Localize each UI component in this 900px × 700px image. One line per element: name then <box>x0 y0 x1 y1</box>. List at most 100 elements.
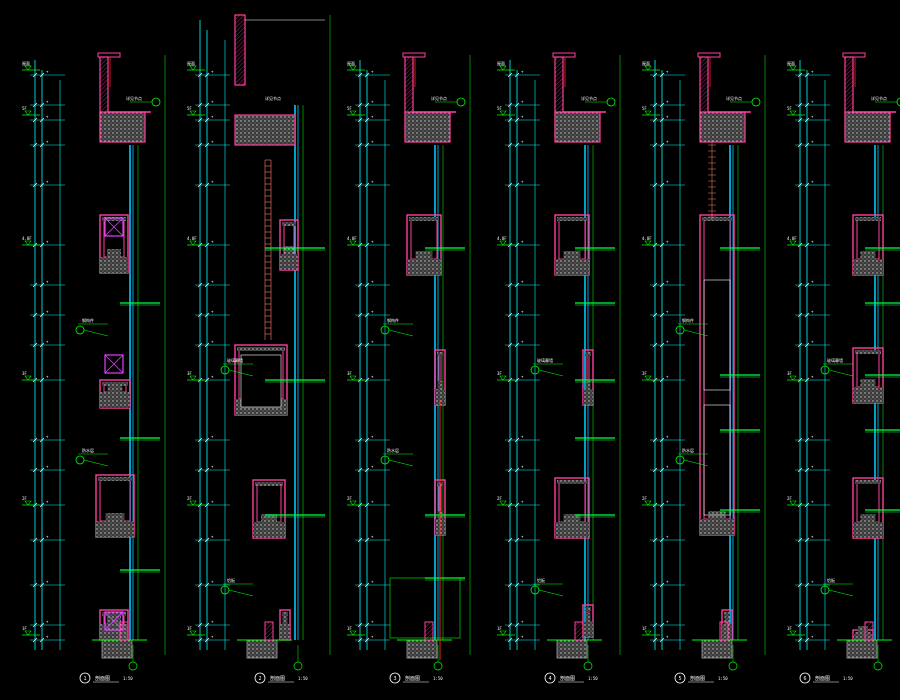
level-mark-label: 2F <box>787 496 792 501</box>
level-mark-triangle <box>789 65 797 71</box>
level-mark-triangle <box>189 65 197 71</box>
level-mark-triangle <box>499 500 507 506</box>
level-mark-label: 屋面 <box>497 60 505 66</box>
callout-leader <box>538 589 564 597</box>
beam-inner <box>240 354 282 408</box>
roof-slab <box>404 111 451 143</box>
dimension-text: + <box>46 279 49 284</box>
section-title: 剖面图 <box>270 675 285 682</box>
callout-leader <box>83 459 109 467</box>
dimension-arrow <box>804 437 810 443</box>
dimension-text: + <box>521 239 524 244</box>
dimension-text: + <box>371 139 374 144</box>
dimension-arrow <box>39 72 45 78</box>
dimension-arrow <box>514 282 520 288</box>
dimension-arrow <box>804 342 810 348</box>
level-mark-triangle <box>189 240 197 246</box>
parapet-cap <box>552 52 576 58</box>
dimension-text: + <box>521 499 524 504</box>
beam-hatch <box>583 381 593 405</box>
dimension-arrow <box>357 117 363 123</box>
dimension-arrow <box>32 437 38 443</box>
section-title: 剖面图 <box>690 675 705 682</box>
dimension-text: + <box>666 619 669 624</box>
callout-text: 防水层 <box>82 447 94 453</box>
beam-top-hatch <box>855 350 881 354</box>
dimension-text: + <box>371 99 374 104</box>
dimension-arrow <box>514 242 520 248</box>
dimension-text: + <box>811 374 814 379</box>
dimension-arrow <box>797 182 803 188</box>
steel-bracing <box>104 354 124 374</box>
level-mark-label: 5F <box>642 106 647 111</box>
beam-hatch <box>853 251 883 275</box>
dimension-arrow <box>364 117 370 123</box>
level-mark-label: 3F <box>187 371 192 376</box>
beam-hatch <box>100 384 130 408</box>
dimension-text: + <box>521 534 524 539</box>
foundation <box>556 639 588 659</box>
dimension-arrow <box>32 622 38 628</box>
dimension-arrow <box>39 437 45 443</box>
steel-bracing-box <box>104 354 124 374</box>
dimension-arrow <box>514 437 520 443</box>
dimension-arrow <box>357 342 363 348</box>
beam-hatch <box>407 251 441 275</box>
section-title: 剖面图 <box>95 675 110 682</box>
dimension-arrow <box>659 537 665 543</box>
beam-hatch <box>280 616 290 640</box>
dimension-text: + <box>811 179 814 184</box>
beam-top-hatch <box>557 480 587 484</box>
dimension-arrow <box>197 342 203 348</box>
callout-text: 详见节点 <box>726 95 742 101</box>
beam-hatch <box>96 513 134 537</box>
dimension-arrow <box>797 582 803 588</box>
level-mark-label: 屋面 <box>642 60 650 66</box>
level-mark-triangle <box>24 110 32 116</box>
dimension-arrow <box>797 72 803 78</box>
dimension-text: + <box>46 239 49 244</box>
base-wall <box>424 621 434 641</box>
beam-hatch <box>853 514 883 538</box>
level-mark-label: 4.8F <box>347 236 357 241</box>
dimension-text: + <box>371 179 374 184</box>
dimension-arrow <box>804 117 810 123</box>
column-void <box>703 404 731 516</box>
dimension-text: + <box>46 339 49 344</box>
callout-text: 详见节点 <box>581 95 597 101</box>
dimension-arrow <box>197 437 203 443</box>
dimension-text: + <box>46 114 49 119</box>
dimension-arrow <box>507 467 513 473</box>
section-title: 剖面图 <box>405 675 420 682</box>
steel-bracing-box <box>104 611 124 631</box>
dimension-arrow <box>32 282 38 288</box>
dimension-text: + <box>371 534 374 539</box>
beam-hatch <box>253 514 285 538</box>
parapet-cap <box>842 52 866 58</box>
level-mark-triangle <box>349 630 357 636</box>
dimension-text: + <box>521 634 524 639</box>
dimension-arrow <box>364 467 370 473</box>
level-mark-triangle <box>789 500 797 506</box>
dimension-arrow <box>357 142 363 148</box>
dimension-arrow <box>507 102 513 108</box>
dimension-text: + <box>211 99 214 104</box>
dimension-arrow <box>659 467 665 473</box>
level-mark-label: 1F <box>22 626 27 631</box>
dimension-text: + <box>521 434 524 439</box>
dimension-text: + <box>46 534 49 539</box>
callout-text: 钢构件 <box>82 317 94 323</box>
level-mark-label: 2F <box>497 496 502 501</box>
dimension-arrow <box>39 342 45 348</box>
dimension-text: + <box>371 114 374 119</box>
dimension-arrow <box>659 377 665 383</box>
callout-leader <box>683 329 709 337</box>
callout-leader <box>388 459 414 467</box>
foundation <box>846 639 878 659</box>
section-6: +++++++++++++++++屋面5F4.8F3F2F1F详见节点玻璃幕墙铝… <box>787 52 900 659</box>
level-mark-label: 4.8F <box>22 236 32 241</box>
dimension-arrow <box>652 467 658 473</box>
dimension-arrow <box>357 537 363 543</box>
